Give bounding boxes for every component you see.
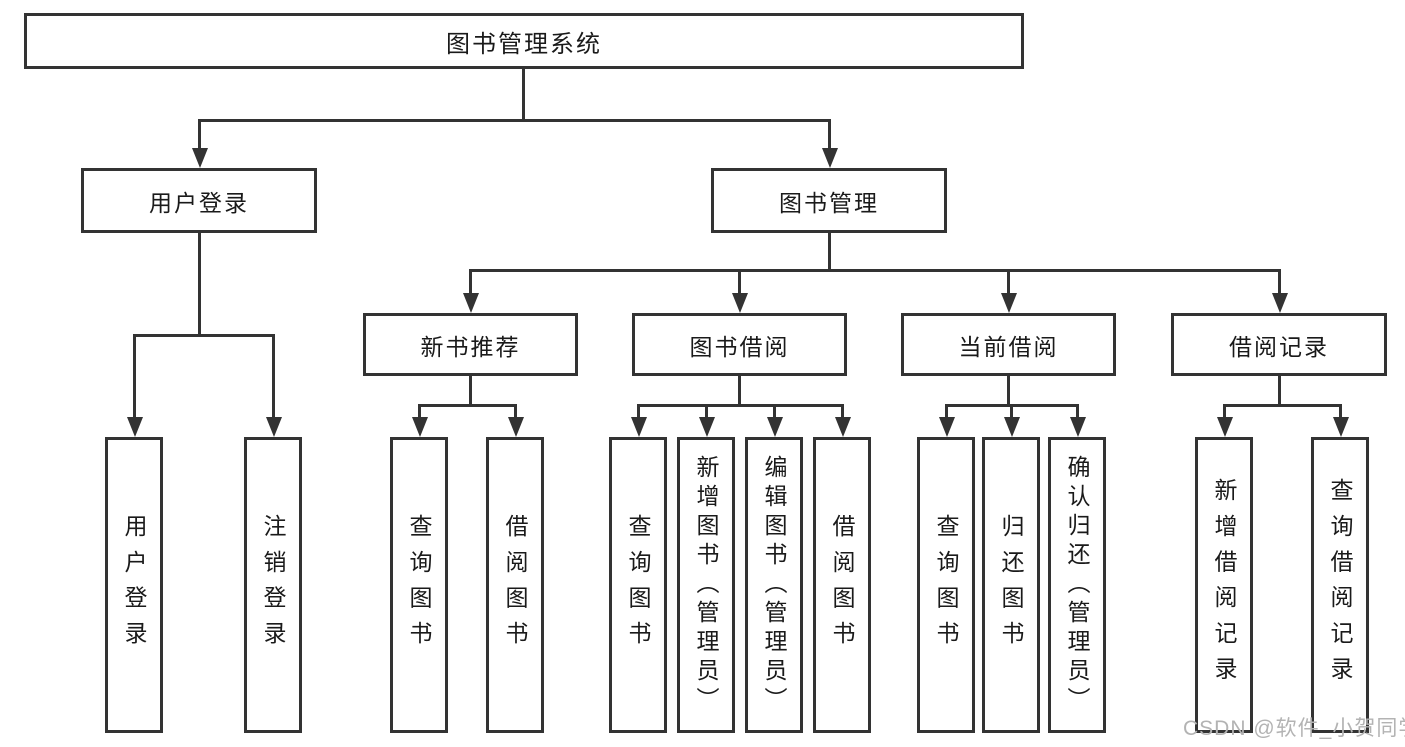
- connector-line: [198, 119, 831, 122]
- node-borrow-records: 借阅记录: [1171, 313, 1387, 376]
- leaf-confirm-return-admin-label: 确认归还（管理员）: [1064, 454, 1090, 716]
- node-current-borrow-label: 当前借阅: [958, 333, 1059, 360]
- connector-arrowhead-icon: [1000, 293, 1017, 313]
- connector-line: [1223, 404, 1226, 419]
- connector-arrowhead-icon: [507, 417, 524, 437]
- connector-arrowhead-icon: [731, 293, 748, 313]
- connector-arrowhead-icon: [1332, 417, 1349, 437]
- node-user-login-label: 用户登录: [149, 189, 249, 216]
- leaf-query-books-borrow: 查询图书: [609, 437, 667, 733]
- leaf-borrow-books-label: 借阅图书: [829, 513, 855, 657]
- node-root: 图书管理系统: [24, 13, 1024, 69]
- leaf-edit-books-admin-label: 编辑图书（管理员）: [761, 454, 787, 716]
- connector-line: [828, 233, 831, 270]
- connector-arrowhead-icon: [1069, 417, 1086, 437]
- connector-line: [469, 269, 472, 295]
- connector-arrowhead-icon: [411, 417, 428, 437]
- csdn-watermark: CSDN @软件_小贺同学: [1183, 717, 1405, 740]
- leaf-borrow-books-recommend: 借阅图书: [486, 437, 544, 733]
- node-book-management: 图书管理: [711, 168, 947, 233]
- connector-line: [469, 376, 472, 407]
- connector-arrowhead-icon: [938, 417, 955, 437]
- leaf-return-books-label: 归还图书: [998, 513, 1024, 657]
- connector-line: [514, 404, 517, 419]
- leaf-confirm-return-admin: 确认归还（管理员）: [1048, 437, 1106, 733]
- leaf-query-books-recommend: 查询图书: [390, 437, 448, 733]
- connector-line: [1278, 269, 1281, 295]
- leaf-add-books-admin: 新增图书（管理员）: [677, 437, 735, 733]
- connector-arrowhead-icon: [191, 148, 208, 168]
- connector-line: [1007, 269, 1010, 295]
- leaf-add-borrow-record-label: 新增借阅记录: [1211, 478, 1237, 692]
- connector-line: [469, 269, 1281, 272]
- connector-line: [637, 404, 640, 419]
- leaf-add-books-admin-label: 新增图书（管理员）: [693, 454, 719, 716]
- connector-line: [637, 404, 844, 407]
- connector-line: [1076, 404, 1079, 419]
- connector-line: [1007, 376, 1010, 407]
- connector-arrowhead-icon: [698, 417, 715, 437]
- node-current-borrow: 当前借阅: [901, 313, 1116, 376]
- leaf-return-books: 归还图书: [982, 437, 1040, 733]
- connector-arrowhead-icon: [766, 417, 783, 437]
- connector-arrowhead-icon: [1216, 417, 1233, 437]
- connector-arrowhead-icon: [126, 417, 143, 437]
- connector-line: [272, 334, 275, 419]
- connector-arrowhead-icon: [821, 148, 838, 168]
- leaf-edit-books-admin: 编辑图书（管理员）: [745, 437, 803, 733]
- node-new-book-recommend: 新书推荐: [363, 313, 578, 376]
- leaf-logout-login-label: 注销登录: [260, 513, 286, 657]
- connector-line: [841, 404, 844, 419]
- connector-line: [828, 119, 831, 150]
- leaf-user-login: 用户登录: [105, 437, 163, 733]
- connector-arrowhead-icon: [630, 417, 647, 437]
- leaf-user-login-label: 用户登录: [121, 513, 147, 657]
- connector-line: [773, 404, 776, 419]
- connector-line: [133, 334, 136, 419]
- leaf-query-books-current-label: 查询图书: [933, 513, 959, 657]
- connector-line: [133, 334, 275, 337]
- connector-line: [1010, 404, 1013, 419]
- connector-line: [1278, 376, 1281, 407]
- node-book-borrow-label: 图书借阅: [689, 333, 790, 360]
- node-book-borrow: 图书借阅: [632, 313, 847, 376]
- connector-line: [522, 69, 525, 120]
- connector-line: [418, 404, 517, 407]
- leaf-add-borrow-record: 新增借阅记录: [1195, 437, 1253, 733]
- leaf-borrow-books-recommend-label: 借阅图书: [502, 513, 528, 657]
- connector-line: [198, 233, 201, 335]
- connector-line: [198, 119, 201, 150]
- connector-line: [418, 404, 421, 419]
- connector-arrowhead-icon: [265, 417, 282, 437]
- node-book-management-label: 图书管理: [779, 189, 879, 216]
- connector-line: [1223, 404, 1342, 407]
- connector-arrowhead-icon: [462, 293, 479, 313]
- leaf-query-books-recommend-label: 查询图书: [406, 513, 432, 657]
- leaf-query-borrow-record-label: 查询借阅记录: [1327, 478, 1353, 692]
- leaf-query-books-borrow-label: 查询图书: [625, 513, 651, 657]
- connector-line: [1339, 404, 1342, 419]
- node-user-login: 用户登录: [81, 168, 317, 233]
- connector-line: [738, 376, 741, 407]
- connector-line: [705, 404, 708, 419]
- connector-line: [945, 404, 948, 419]
- leaf-query-borrow-record: 查询借阅记录: [1311, 437, 1369, 733]
- node-root-label: 图书管理系统: [446, 30, 602, 58]
- node-borrow-records-label: 借阅记录: [1229, 333, 1329, 360]
- connector-arrowhead-icon: [1271, 293, 1288, 313]
- node-new-book-recommend-label: 新书推荐: [420, 333, 521, 360]
- connector-arrowhead-icon: [834, 417, 851, 437]
- leaf-logout-login: 注销登录: [244, 437, 302, 733]
- connector-line: [738, 269, 741, 295]
- leaf-borrow-books: 借阅图书: [813, 437, 871, 733]
- connector-arrowhead-icon: [1003, 417, 1020, 437]
- leaf-query-books-current: 查询图书: [917, 437, 975, 733]
